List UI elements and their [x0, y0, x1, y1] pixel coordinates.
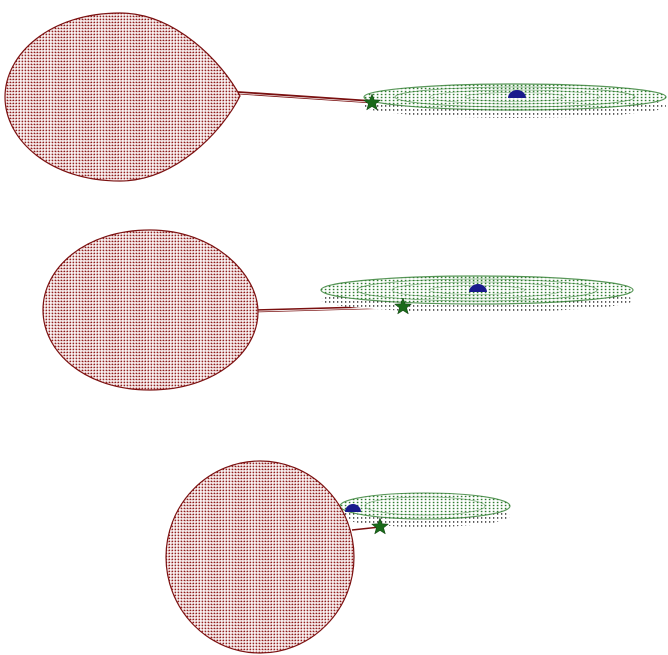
accretion-disk	[340, 493, 510, 527]
mass-transfer-stream	[238, 92, 372, 103]
donor-star	[5, 13, 240, 181]
accretion-disk	[364, 84, 666, 118]
panel-1	[5, 13, 666, 181]
donor-star	[166, 461, 354, 653]
accretion-disk	[321, 276, 633, 312]
panel-2	[43, 230, 633, 390]
donor-star	[43, 230, 258, 390]
panel-3	[166, 461, 510, 653]
